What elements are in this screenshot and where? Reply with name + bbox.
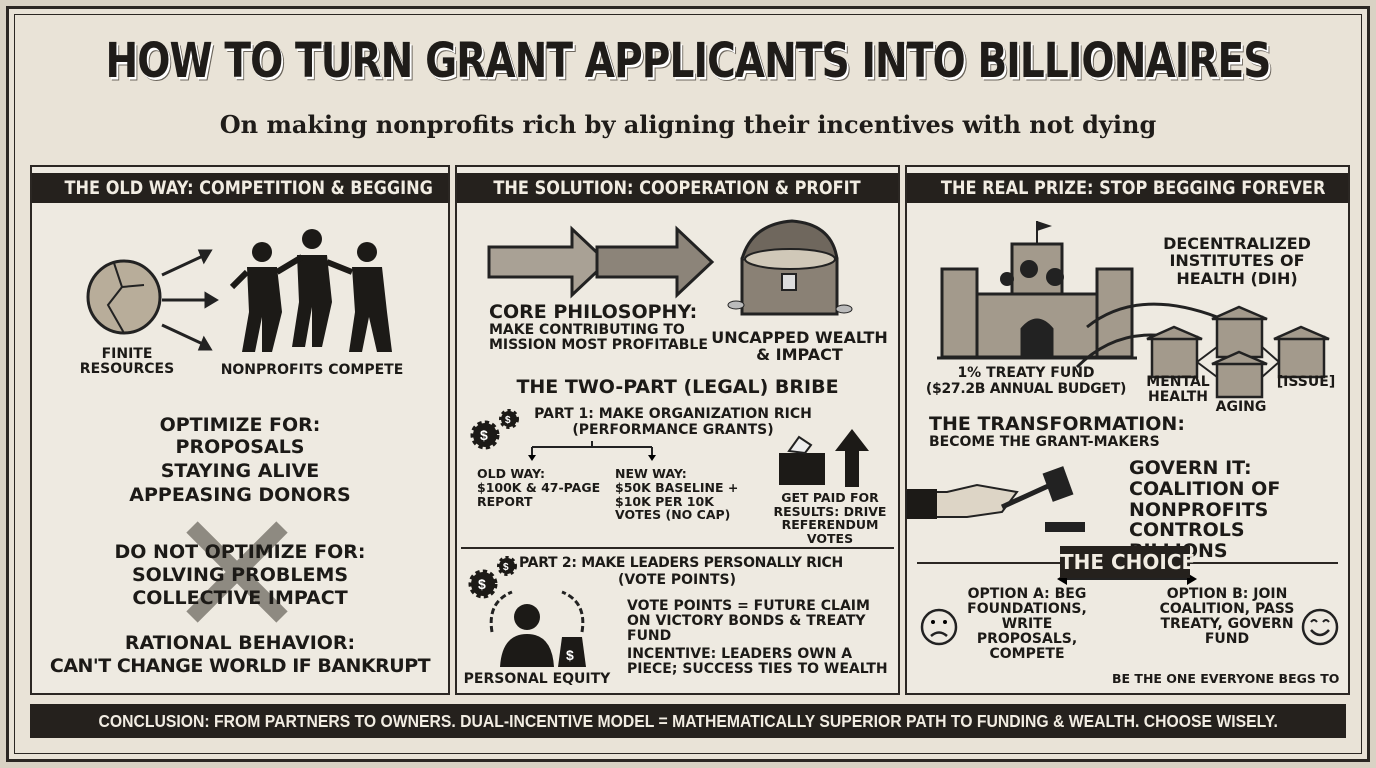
hand-gavel-icon	[906, 466, 1085, 532]
panel-solution: THE SOLUTION: COOPERATION & PROFIT CORE …	[455, 165, 900, 695]
optimize-item: STAYING ALIVE	[160, 460, 320, 482]
treaty-fund-label: 1% TREATY FUND	[957, 365, 1095, 381]
castle-icon	[937, 221, 1137, 360]
option-a-text: OPTION A: BEG FOUNDATIONS, WRITE PROPOSA…	[967, 586, 1087, 663]
conclusion-text: CONCLUSION: FROM PARTNERS TO OWNERS. DUA…	[98, 711, 1278, 731]
branch-arrows-icon	[528, 441, 656, 461]
old-way-text: $100K & 47-PAGE REPORT	[477, 480, 601, 509]
svg-text:$: $	[505, 415, 511, 426]
old-way-label: OLD WAY:	[477, 466, 545, 481]
poster-inner-frame	[14, 14, 1362, 754]
transformation-text: BECOME THE GRANT-MAKERS	[929, 434, 1160, 450]
svg-text:$: $	[503, 562, 509, 573]
institute-label: [ISSUE]	[1276, 374, 1336, 390]
sad-face-icon	[920, 608, 958, 646]
be-the-one-text: BE THE ONE EVERYONE BEGS TO	[1112, 671, 1340, 686]
two-part-bribe-heading: THE TWO-PART (LEGAL) BRIBE	[516, 376, 839, 398]
get-paid-text: GET PAID FOR RESULTS: DRIVE REFERENDUM V…	[773, 490, 887, 546]
rational-label: RATIONAL BEHAVIOR:	[124, 632, 356, 654]
not-optimize-label: DO NOT OPTIMIZE FOR:	[114, 541, 366, 563]
business-person-icon: $	[489, 590, 586, 667]
part2-subheading: (VOTE POINTS)	[618, 572, 736, 588]
up-arrow-icon	[835, 429, 869, 487]
dollar-gears-icon: $$	[470, 409, 519, 450]
double-arrow-icon	[487, 225, 715, 299]
conclusion-bar: CONCLUSION: FROM PARTNERS TO OWNERS. DUA…	[30, 704, 1346, 738]
cracked-globe-icon	[86, 259, 162, 335]
optimize-item: PROPOSALS	[175, 436, 305, 458]
panel-header-text: THE REAL PRIZE: STOP BEGGING FOREVER	[940, 177, 1326, 199]
finite-resources-label: FINITE RESOURCES	[79, 346, 175, 378]
arrows-icon	[161, 249, 219, 351]
svg-text:$: $	[566, 647, 574, 663]
ballot-box-icon	[779, 435, 825, 485]
happy-face-icon	[1301, 608, 1339, 646]
panel-header: THE SOLUTION: COOPERATION & PROFIT	[457, 173, 898, 203]
treaty-budget-label: ($27.2B ANNUAL BUDGET)	[925, 381, 1127, 397]
the-choice-badge: THE CHOICE	[1060, 546, 1195, 578]
institute-label: AGING	[1215, 399, 1267, 415]
new-way-label: NEW WAY:	[615, 466, 687, 481]
new-way-text: $50K BASELINE + $10K PER 10K VOTES (NO C…	[615, 480, 739, 522]
institutes-network-icon	[1075, 302, 1330, 399]
x-cross-icon	[186, 521, 288, 623]
not-optimize-item: SOLVING PROBLEMS	[131, 564, 349, 586]
not-optimize-item: COLLECTIVE IMPACT	[132, 587, 348, 609]
optimize-item: APPEASING DONORS	[129, 484, 351, 506]
fighting-people-icon	[229, 229, 392, 352]
treasure-chest-icon	[727, 219, 853, 316]
panel-header: THE REAL PRIZE: STOP BEGGING FOREVER	[907, 173, 1348, 203]
option-b-text: OPTION B: JOIN COALITION, PASS TREATY, G…	[1159, 586, 1295, 648]
part1-heading: PART 1: MAKE ORGANIZATION RICH	[534, 406, 812, 422]
svg-text:$: $	[478, 576, 486, 592]
panel-real-prize: THE REAL PRIZE: STOP BEGGING FOREVER DEC…	[905, 165, 1350, 695]
rational-text: CAN'T CHANGE WORLD IF BANKRUPT	[49, 655, 431, 677]
uncapped-wealth-label: UNCAPPED WEALTH & IMPACT	[711, 328, 888, 365]
panel-old-way: THE OLD WAY: COMPETITION & BEGGING FINIT…	[30, 165, 450, 695]
core-philosophy-label: CORE PHILOSOPHY:	[489, 301, 698, 323]
poster-subtitle: On making nonprofits rich by aligning th…	[219, 110, 1157, 139]
optimize-label: OPTIMIZE FOR:	[159, 414, 321, 436]
incentive-text: INCENTIVE: LEADERS OWN A PIECE; SUCCESS …	[627, 646, 888, 678]
institute-label: MENTAL HEALTH	[1146, 374, 1210, 406]
dih-label: DECENTRALIZED INSTITUTES OF HEALTH (DIH)	[1163, 234, 1311, 288]
panel-header: THE OLD WAY: COMPETITION & BEGGING	[32, 173, 448, 203]
core-philosophy-text: MAKE CONTRIBUTING TO MISSION MOST PROFIT…	[489, 322, 708, 354]
divider	[461, 547, 894, 549]
svg-text:$: $	[480, 427, 488, 443]
panel-header-text: THE OLD WAY: COMPETITION & BEGGING	[64, 177, 433, 199]
govern-label: GOVERN IT:	[1129, 457, 1252, 479]
panel-header-text: THE SOLUTION: COOPERATION & PROFIT	[493, 177, 862, 199]
poster-title: HOW TO TURN GRANT APPLICANTS INTO BILLIO…	[105, 32, 1272, 89]
vote-points-text: VOTE POINTS = FUTURE CLAIM ON VICTORY BO…	[627, 598, 870, 645]
nonprofits-compete-label: NONPROFITS COMPETE	[220, 362, 404, 378]
part2-heading: PART 2: MAKE LEADERS PERSONALLY RICH	[519, 555, 843, 571]
personal-equity-label: PERSONAL EQUITY	[463, 671, 611, 687]
dollar-gears-icon: $$	[468, 556, 517, 599]
transformation-label: THE TRANSFORMATION:	[929, 413, 1185, 435]
part1-subheading: (PERFORMANCE GRANTS)	[572, 422, 774, 438]
